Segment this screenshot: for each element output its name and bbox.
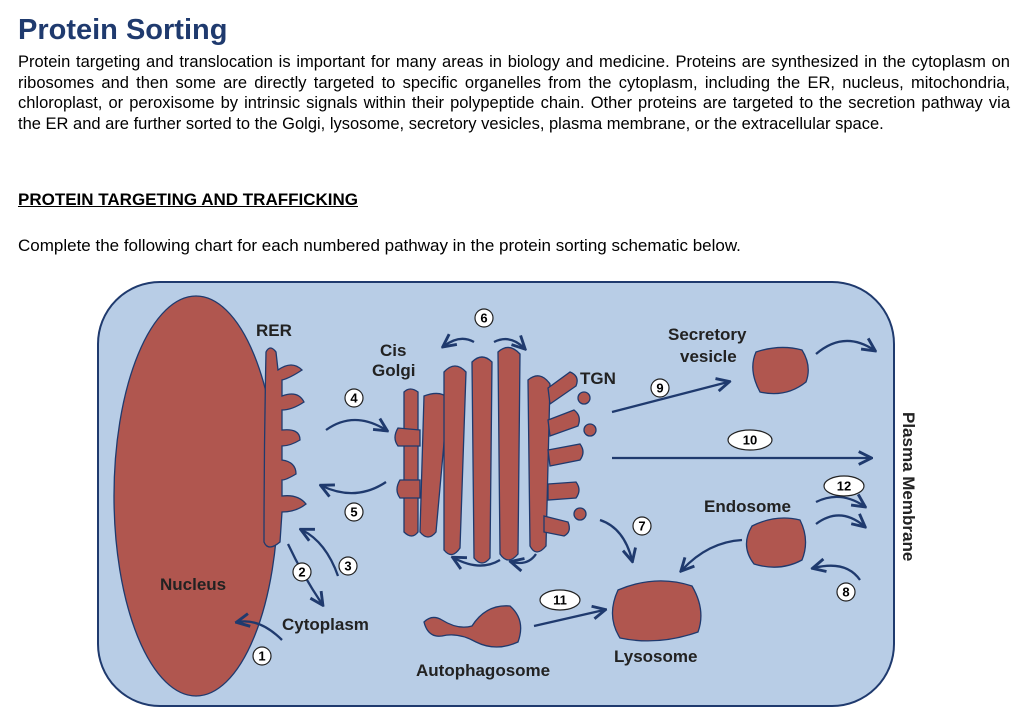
pathway-badge: 6 bbox=[474, 308, 494, 328]
pathway-badge: 5 bbox=[344, 502, 364, 522]
pathway-number: 11 bbox=[553, 593, 567, 608]
label-nucleus: Nucleus bbox=[160, 575, 226, 594]
pathway-number: 4 bbox=[350, 391, 358, 406]
endosome bbox=[745, 517, 807, 568]
pathway-number: 1 bbox=[258, 649, 265, 664]
label-autophagosome: Autophagosome bbox=[416, 661, 550, 680]
golgi-cisterna bbox=[497, 346, 521, 561]
pathway-badge: 1 bbox=[252, 646, 272, 666]
golgi-vesicle bbox=[583, 423, 597, 437]
golgi-fenestration bbox=[547, 443, 584, 467]
pathway-badge: 7 bbox=[632, 516, 652, 536]
label-lysosome: Lysosome bbox=[614, 647, 697, 666]
pathway-arrow-6b bbox=[493, 339, 524, 348]
pathway-arrow-4 bbox=[325, 420, 386, 430]
label-rer: RER bbox=[256, 321, 292, 340]
pathway-number: 8 bbox=[842, 585, 849, 600]
pathway-badge: 8 bbox=[836, 582, 856, 602]
golgi-fenestration bbox=[396, 479, 421, 499]
pathway-arrow-8 bbox=[814, 566, 861, 581]
pathway-arrow-1 bbox=[238, 621, 283, 641]
pathway-arrow-6a bbox=[444, 339, 475, 346]
label-endosome: Endosome bbox=[704, 497, 791, 516]
secretory-vesicle bbox=[752, 346, 809, 395]
label-plasma-membrane: Plasma Membrane bbox=[899, 412, 918, 561]
instructions: Complete the following chart for each nu… bbox=[18, 236, 741, 255]
pathway-arrow-9 bbox=[611, 382, 728, 414]
pathway-arrow-5 bbox=[322, 481, 387, 493]
retrograde-arrow bbox=[454, 558, 501, 566]
label-cis-golgi: Cis bbox=[380, 341, 406, 360]
nucleus bbox=[113, 295, 279, 697]
golgi-cisterna bbox=[471, 356, 493, 564]
pathway-number: 9 bbox=[656, 381, 663, 396]
golgi-fenestration bbox=[547, 371, 578, 406]
endosome-to-lysosome-arrow bbox=[682, 538, 743, 570]
pathway-badge: 4 bbox=[344, 388, 364, 408]
page-title: Protein Sorting bbox=[18, 14, 228, 46]
golgi-fenestration bbox=[547, 481, 580, 501]
pathway-badge: 12 bbox=[823, 475, 865, 497]
label-secretory-vesicle: Secretory bbox=[668, 325, 747, 344]
pathway-number: 5 bbox=[350, 505, 357, 520]
pathway-badge: 10 bbox=[727, 429, 773, 451]
pathway-badge: 9 bbox=[650, 378, 670, 398]
pathway-arrow-11 bbox=[533, 610, 604, 628]
pathway-number: 7 bbox=[638, 519, 645, 534]
retrograde-arrow bbox=[512, 553, 537, 563]
golgi-cisterna bbox=[419, 392, 449, 538]
pathway-badge: 11 bbox=[539, 589, 581, 611]
label-cis-golgi: Golgi bbox=[372, 361, 415, 380]
golgi-fenestration bbox=[394, 427, 421, 447]
pathway-arrow-12a bbox=[815, 497, 864, 506]
label-cytoplasm: Cytoplasm bbox=[282, 615, 369, 634]
section-heading: PROTEIN TARGETING AND TRAFFICKING bbox=[18, 190, 358, 209]
pathway-arrow-7 bbox=[599, 518, 632, 560]
pathway-number: 2 bbox=[298, 565, 305, 580]
rer bbox=[263, 347, 307, 548]
protein-sorting-diagram: RER Cis Golgi TGN Secretory vesicle Endo… bbox=[97, 281, 918, 707]
pathway-arrow-3 bbox=[302, 530, 340, 577]
golgi-vesicle bbox=[577, 391, 591, 405]
autophagosome bbox=[423, 605, 522, 648]
pathway-number: 10 bbox=[743, 433, 757, 448]
golgi-fenestration bbox=[547, 409, 580, 437]
pathway-badge: 3 bbox=[338, 556, 358, 576]
label-tgn: TGN bbox=[580, 369, 616, 388]
pathway-number: 3 bbox=[344, 559, 351, 574]
golgi-cisterna bbox=[443, 365, 467, 556]
pathway-number: 6 bbox=[480, 311, 487, 326]
golgi-fenestration bbox=[543, 515, 570, 537]
pathway-arrow-12b bbox=[815, 515, 864, 526]
intro-paragraph: Protein targeting and translocation is i… bbox=[18, 53, 1010, 133]
lysosome bbox=[611, 580, 702, 642]
label-secretory-vesicle: vesicle bbox=[680, 347, 737, 366]
secretion-arrow bbox=[815, 341, 874, 355]
golgi-cisterna bbox=[527, 375, 551, 553]
golgi-cisterna bbox=[403, 388, 419, 537]
pathway-number: 12 bbox=[837, 479, 851, 494]
pathway-badge: 2 bbox=[292, 562, 312, 582]
golgi-vesicle bbox=[573, 507, 587, 521]
